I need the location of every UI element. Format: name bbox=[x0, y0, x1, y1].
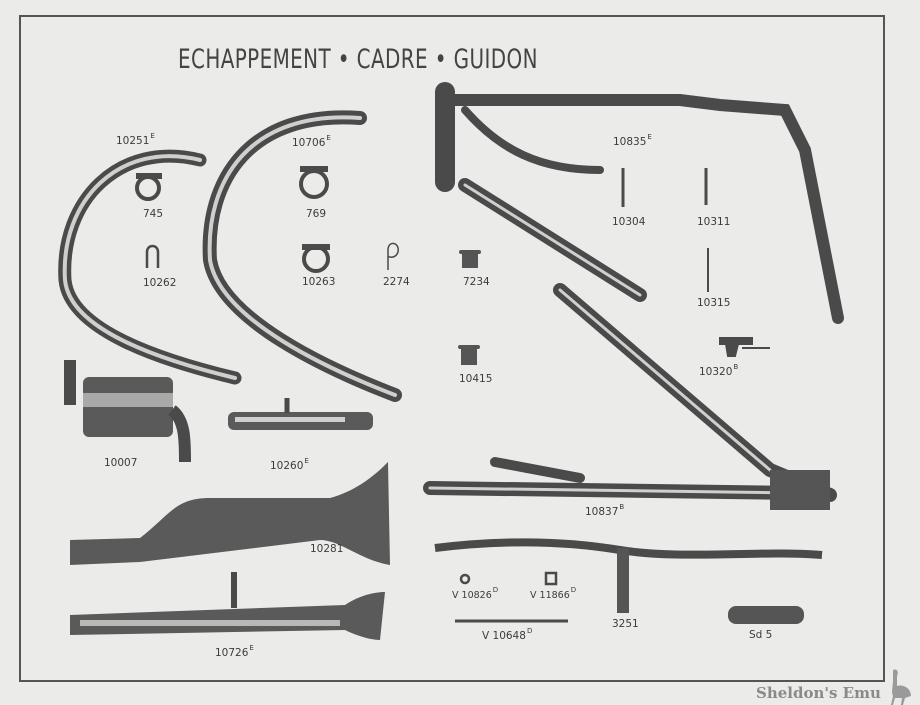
part-suffix: B bbox=[619, 503, 625, 511]
part-number: 10007 bbox=[104, 457, 138, 469]
part-label-10311: 10311 bbox=[697, 216, 730, 228]
part-number: 7234 bbox=[463, 276, 490, 288]
part-suffix: E bbox=[326, 134, 331, 142]
frame-front-10835-icon bbox=[439, 94, 844, 324]
part-number: 10726 bbox=[215, 647, 249, 659]
part-number: 10263 bbox=[302, 276, 336, 288]
part-label-7234: 7234 bbox=[463, 276, 490, 288]
page-title: ECHAPPEMENT • CADRE • GUIDON bbox=[178, 44, 538, 75]
part-label-sd5: Sd 5 bbox=[749, 629, 772, 641]
part-number: 10260 bbox=[270, 460, 304, 472]
part-label-10415: 10415 bbox=[459, 373, 492, 385]
part-number: 3251 bbox=[612, 618, 639, 630]
part-label-10320: 10320B bbox=[699, 363, 738, 378]
nut-v11866-icon bbox=[544, 571, 558, 586]
part-number: V 10826 bbox=[452, 590, 492, 601]
part-number: 2274 bbox=[383, 276, 410, 288]
part-suffix: E bbox=[304, 457, 309, 465]
part-number: 10315 bbox=[697, 297, 731, 309]
part-label-10260: 10260E bbox=[270, 457, 309, 472]
part-suffix: E bbox=[647, 133, 652, 141]
part-number: 10320 bbox=[699, 366, 733, 378]
part-suffix: D bbox=[570, 586, 577, 594]
bracket-10320-icon bbox=[719, 337, 770, 357]
part-label-10315: 10315 bbox=[697, 297, 730, 309]
part-suffix: E bbox=[249, 644, 254, 652]
part-label-v11866: V 11866D bbox=[530, 586, 576, 601]
clip-10262-icon bbox=[145, 244, 160, 268]
part-label-10726: 10726E bbox=[215, 644, 254, 659]
watermark: Sheldon's Emu bbox=[756, 684, 881, 702]
clamp-10263-icon bbox=[302, 245, 330, 273]
part-label-10007: 10007 bbox=[104, 457, 137, 469]
part-label-10262: 10262 bbox=[143, 277, 176, 289]
part-label-3251: 3251 bbox=[612, 618, 639, 630]
fishtail-silencer-10726-icon bbox=[70, 592, 385, 640]
part-label-v10648: V 10648D bbox=[482, 627, 532, 642]
page-border bbox=[19, 15, 885, 682]
grip-sd5-icon bbox=[728, 606, 804, 624]
part-suffix: B bbox=[733, 363, 739, 371]
part-number: V 10648 bbox=[482, 630, 526, 642]
part-number: 10837 bbox=[585, 506, 619, 518]
part-label-10304: 10304 bbox=[612, 216, 645, 228]
part-label-769: 769 bbox=[306, 208, 326, 220]
bush-7234-icon bbox=[459, 250, 481, 254]
part-label-2274: 2274 bbox=[383, 276, 410, 288]
part-label-v10826: V 10826D bbox=[452, 586, 498, 601]
part-label-10251: 10251E bbox=[116, 132, 155, 147]
part-number: Sd 5 bbox=[749, 629, 773, 641]
part-suffix: D bbox=[526, 627, 533, 635]
part-number: 10415 bbox=[459, 373, 493, 385]
part-number: 10281 bbox=[310, 543, 344, 555]
part-label-745: 745 bbox=[143, 208, 163, 220]
washer-v10826-icon bbox=[459, 573, 471, 585]
split-pin-2274-icon bbox=[387, 242, 399, 270]
part-number: V 11866 bbox=[530, 590, 570, 601]
part-suffix: D bbox=[492, 586, 499, 594]
part-label-10263: 10263 bbox=[302, 276, 335, 288]
part-label-10837: 10837B bbox=[585, 503, 624, 518]
part-number: 769 bbox=[306, 208, 327, 220]
part-number: 745 bbox=[143, 208, 164, 220]
part-number: 10304 bbox=[612, 216, 646, 228]
part-suffix: E bbox=[150, 132, 155, 140]
part-label-10281: 10281 bbox=[310, 543, 343, 555]
frame-rear-10837-icon bbox=[553, 283, 837, 502]
part-label-10706: 10706E bbox=[292, 134, 331, 149]
part-number: 10262 bbox=[143, 277, 177, 289]
part-number: 10251 bbox=[116, 135, 150, 147]
part-label-10835: 10835E bbox=[613, 133, 652, 148]
part-number: 10311 bbox=[697, 216, 731, 228]
clamp-769-icon bbox=[299, 169, 329, 199]
clamp-745-icon bbox=[135, 175, 161, 201]
part-number: 10706 bbox=[292, 137, 326, 149]
part-number: 10835 bbox=[613, 136, 647, 148]
emu-logo-icon bbox=[891, 669, 911, 705]
bush-10415-icon bbox=[458, 345, 480, 349]
silencer-10281-icon bbox=[70, 462, 390, 565]
